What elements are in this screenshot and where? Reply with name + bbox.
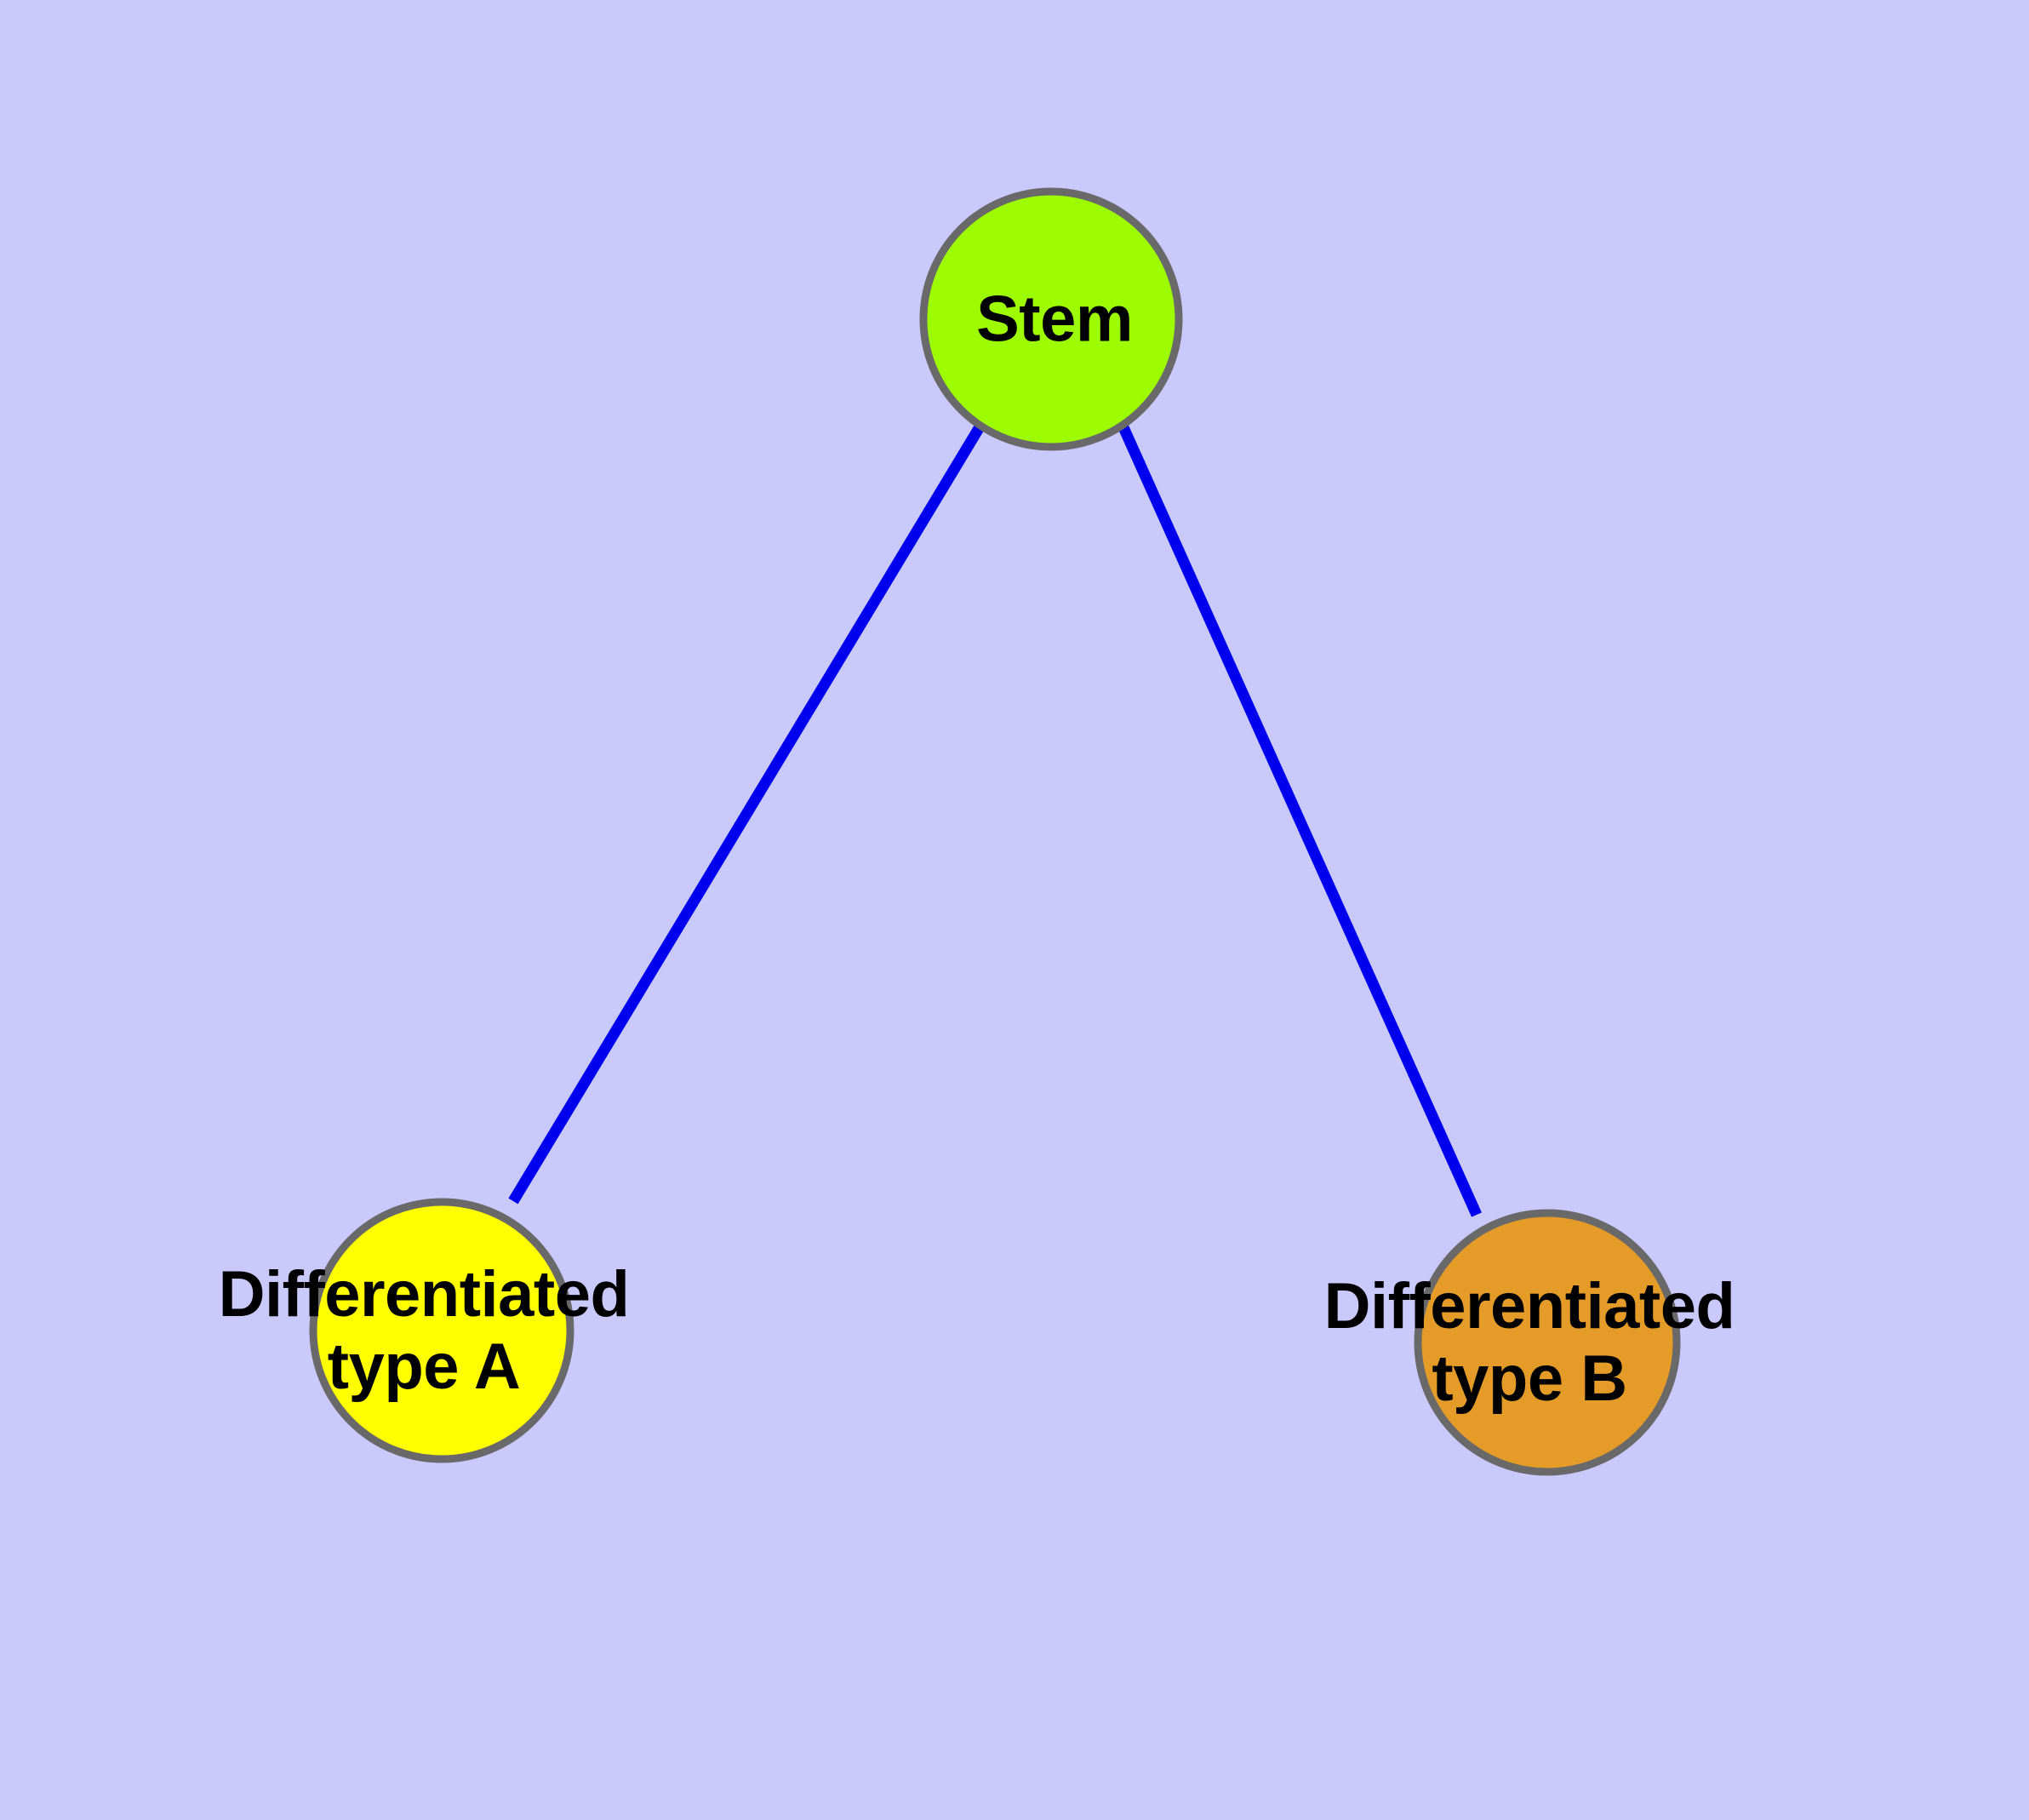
node-differentiated-type-a[interactable] [309,1198,574,1463]
edge-stem-to-differentiated-type-a[interactable] [508,422,986,1205]
edges-layer [508,422,1482,1217]
edge-stem-to-differentiated-type-b[interactable] [1118,425,1482,1217]
nodes-layer [309,187,1681,1476]
node-stem[interactable] [919,187,1183,451]
node-differentiated-type-b[interactable] [1414,1209,1681,1476]
